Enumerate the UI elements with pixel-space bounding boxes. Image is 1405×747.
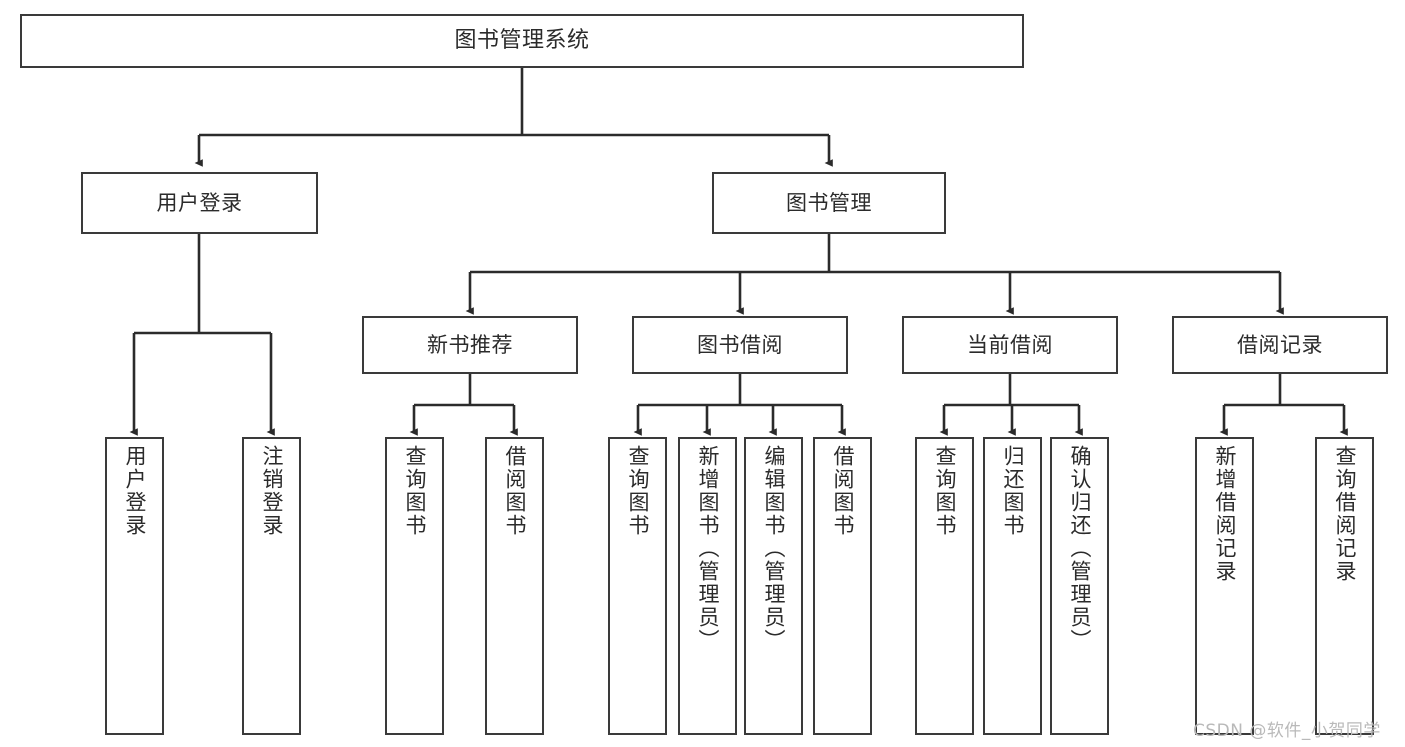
node-label: 新增借阅记录 bbox=[1213, 445, 1237, 583]
node-label: 编辑图书（管理员） bbox=[762, 445, 786, 652]
leaf-return-book[interactable]: 归还图书 bbox=[983, 437, 1042, 735]
leaf-user-login[interactable]: 用户登录 bbox=[105, 437, 164, 735]
leaf-query-book-current[interactable]: 查询图书 bbox=[915, 437, 974, 735]
leaf-add-book-admin[interactable]: 新增图书（管理员） bbox=[678, 437, 737, 735]
node-label: 用户登录 bbox=[156, 190, 243, 215]
node-label: 用户登录 bbox=[123, 445, 147, 537]
node-label: 借阅图书 bbox=[503, 445, 527, 537]
node-label: 查询图书 bbox=[933, 445, 957, 537]
leaf-borrow-book-recommend[interactable]: 借阅图书 bbox=[485, 437, 544, 735]
node-current-borrow[interactable]: 当前借阅 bbox=[902, 316, 1118, 374]
node-label: 借阅记录 bbox=[1237, 332, 1323, 357]
leaf-query-book-recommend[interactable]: 查询图书 bbox=[385, 437, 444, 735]
node-label: 图书管理系统 bbox=[454, 28, 590, 54]
node-label: 新增图书（管理员） bbox=[696, 445, 720, 652]
leaf-logout[interactable]: 注销登录 bbox=[242, 437, 301, 735]
csdn-watermark: CSDN @软件_小贺同学 bbox=[1193, 721, 1381, 741]
leaf-borrow-book[interactable]: 借阅图书 bbox=[813, 437, 872, 735]
node-book-borrow[interactable]: 图书借阅 bbox=[632, 316, 848, 374]
node-label: 新书推荐 bbox=[427, 332, 513, 357]
node-label: 查询借阅记录 bbox=[1333, 445, 1357, 583]
leaf-edit-book-admin[interactable]: 编辑图书（管理员） bbox=[744, 437, 803, 735]
node-label: 注销登录 bbox=[260, 445, 284, 537]
leaf-query-book-borrow[interactable]: 查询图书 bbox=[608, 437, 667, 735]
leaf-add-borrow-record[interactable]: 新增借阅记录 bbox=[1195, 437, 1254, 735]
node-label: 当前借阅 bbox=[967, 332, 1053, 357]
node-label: 查询图书 bbox=[626, 445, 650, 537]
node-book-management[interactable]: 图书管理 bbox=[712, 172, 946, 234]
node-label: 确认归还（管理员） bbox=[1068, 445, 1092, 652]
node-label: 图书借阅 bbox=[697, 332, 783, 357]
node-root-book-management-system[interactable]: 图书管理系统 bbox=[20, 14, 1024, 68]
leaf-query-borrow-record[interactable]: 查询借阅记录 bbox=[1315, 437, 1374, 735]
node-label: 图书管理 bbox=[786, 190, 872, 215]
node-new-book-recommend[interactable]: 新书推荐 bbox=[362, 316, 578, 374]
node-borrow-record[interactable]: 借阅记录 bbox=[1172, 316, 1388, 374]
node-label: 借阅图书 bbox=[831, 445, 855, 537]
node-user-login[interactable]: 用户登录 bbox=[81, 172, 318, 234]
node-label: 查询图书 bbox=[403, 445, 427, 537]
leaf-confirm-return-admin[interactable]: 确认归还（管理员） bbox=[1050, 437, 1109, 735]
node-label: 归还图书 bbox=[1001, 445, 1025, 537]
